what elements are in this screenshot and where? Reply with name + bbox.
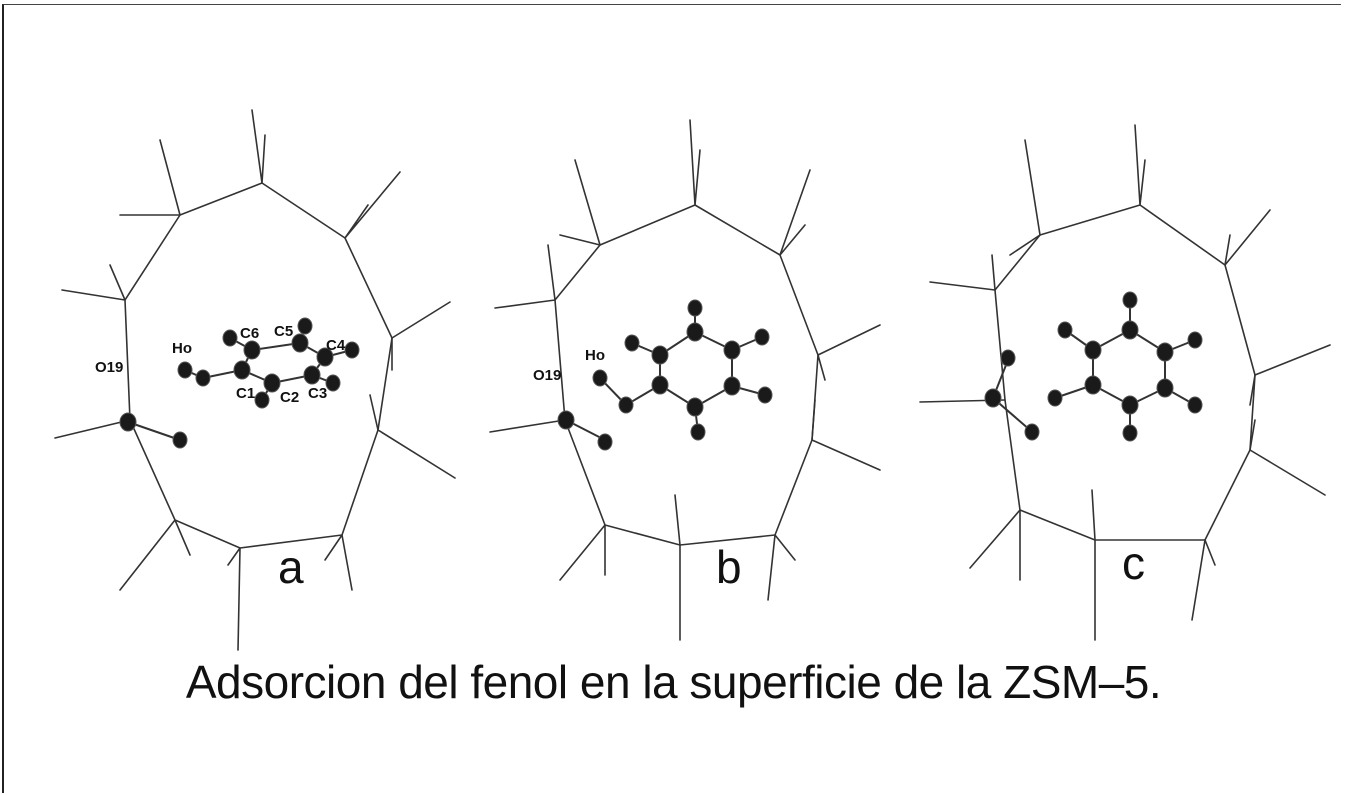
- atom-O19: [557, 410, 575, 430]
- atom-H2: [254, 391, 270, 409]
- atom-C6: [243, 340, 261, 360]
- atom-C: [1121, 320, 1139, 340]
- atom-H: [1122, 291, 1138, 309]
- panel-c-bonds: [992, 299, 1196, 434]
- atom-O: [195, 369, 211, 387]
- atom-H4: [344, 341, 360, 359]
- atom-O: [984, 388, 1002, 408]
- label-C2: C2: [280, 389, 299, 406]
- atom-Ho: [177, 361, 193, 379]
- atom-C: [1121, 395, 1139, 415]
- atom-C: [1084, 375, 1102, 395]
- label-C6: C6: [240, 325, 259, 342]
- atom-C: [1156, 378, 1174, 398]
- atom-H: [1024, 423, 1040, 441]
- atom-H6: [222, 329, 238, 347]
- atom-C: [651, 375, 669, 395]
- figure-caption: Adsorcion del fenol en la superficie de …: [185, 656, 1162, 708]
- label-O19: O19: [533, 367, 561, 384]
- panel-b-framework: [489, 119, 881, 641]
- panel-b-letter: b: [716, 541, 742, 593]
- atom-C: [723, 340, 741, 360]
- atom-H: [1047, 389, 1063, 407]
- atom-H: [754, 328, 770, 346]
- atom-H: [690, 423, 706, 441]
- label-Ho: Ho: [585, 347, 605, 364]
- atom-Ho: [592, 369, 608, 387]
- atom-O19: [119, 412, 137, 432]
- label-C1: C1: [236, 385, 255, 402]
- atom-H: [1187, 331, 1203, 349]
- atom-H: [1000, 349, 1016, 367]
- atom-C: [1084, 340, 1102, 360]
- atom-H3: [325, 374, 341, 392]
- panel-b-atoms: [557, 299, 773, 451]
- atom-C5: [291, 333, 309, 353]
- atom-C: [686, 322, 704, 342]
- atom-H: [624, 334, 640, 352]
- atom-O: [618, 396, 634, 414]
- atom-H: [1057, 321, 1073, 339]
- panel-a-labels: O19 Ho C6 C5 C4 C1 C2 C3: [95, 323, 346, 406]
- atom-H: [597, 433, 613, 451]
- panel-a-bonds: [127, 325, 353, 441]
- label-O19: O19: [95, 359, 123, 376]
- atom-H: [757, 386, 773, 404]
- label-C3: C3: [308, 385, 327, 402]
- atom-H: [1122, 424, 1138, 442]
- label-C5: C5: [274, 323, 293, 340]
- atom-H: [1187, 396, 1203, 414]
- panel-a-letter: a: [278, 541, 304, 593]
- label-Ho: Ho: [172, 340, 192, 357]
- atom-H5: [297, 317, 313, 335]
- atom-C3: [303, 365, 321, 385]
- figure-frame: [2, 4, 1341, 793]
- atom-C: [723, 376, 741, 396]
- atom-C1: [233, 360, 251, 380]
- atom-C: [651, 345, 669, 365]
- panel-c-framework: [919, 124, 1331, 641]
- atom-H: [687, 299, 703, 317]
- panel-a-atoms: [119, 317, 360, 449]
- atom-H: [172, 431, 188, 449]
- atom-C: [1156, 342, 1174, 362]
- atom-C2: [263, 373, 281, 393]
- panel-a-framework: [54, 109, 456, 651]
- panel-c-letter: c: [1122, 537, 1145, 589]
- atom-C4: [316, 347, 334, 367]
- panel-c-atoms: [984, 291, 1203, 442]
- atom-C: [686, 397, 704, 417]
- panel-b-labels: O19 Ho: [533, 347, 605, 384]
- label-C4: C4: [326, 337, 346, 354]
